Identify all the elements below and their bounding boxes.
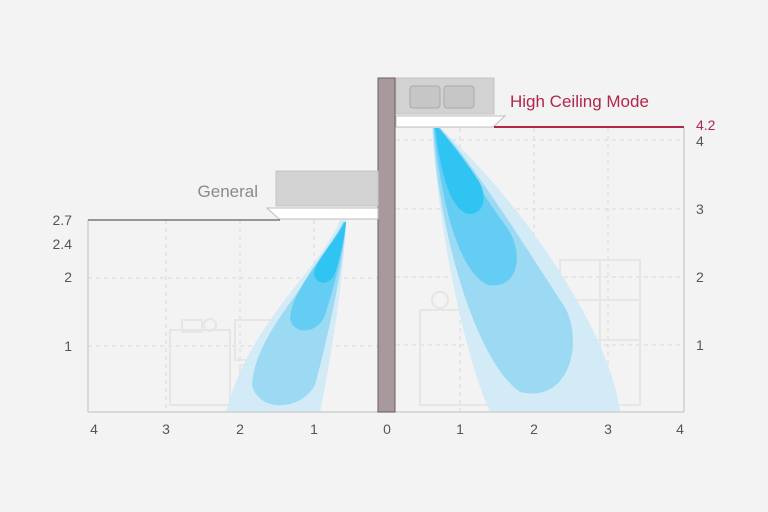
x-tick: 4 bbox=[90, 421, 98, 437]
y-tick: 3 bbox=[696, 201, 704, 217]
y-tick: 1 bbox=[64, 338, 72, 354]
high-ceiling-airflow bbox=[432, 128, 620, 412]
y-tick: 1 bbox=[696, 337, 704, 353]
right-y-axis-ticks: 4.2 4 3 2 1 bbox=[696, 117, 716, 353]
y-tick: 2 bbox=[696, 269, 704, 285]
ceiling-cassette-unit-icon bbox=[409, 85, 441, 109]
y-tick: 4 bbox=[696, 133, 704, 149]
louver-icon bbox=[395, 115, 507, 128]
x-tick: 3 bbox=[604, 421, 612, 437]
x-tick: 2 bbox=[236, 421, 244, 437]
x-tick: 4 bbox=[676, 421, 684, 437]
y-tick: 2.4 bbox=[53, 236, 73, 252]
general-label: General bbox=[198, 182, 258, 201]
x-tick: 0 bbox=[383, 421, 391, 437]
x-tick: 2 bbox=[530, 421, 538, 437]
central-wall bbox=[377, 77, 396, 413]
x-axis-ticks: 4 3 2 1 0 1 2 3 4 bbox=[90, 421, 684, 437]
high-ceiling-cassette-unit bbox=[395, 77, 507, 128]
high-ceiling-label: High Ceiling Mode bbox=[510, 92, 649, 111]
x-tick: 3 bbox=[162, 421, 170, 437]
x-tick: 1 bbox=[456, 421, 464, 437]
y-tick-accent: 4.2 bbox=[696, 117, 716, 133]
x-tick: 1 bbox=[310, 421, 318, 437]
left-y-axis-ticks: 2.7 2.4 2 1 bbox=[53, 212, 73, 354]
y-tick: 2 bbox=[64, 269, 72, 285]
y-tick: 2.7 bbox=[53, 212, 73, 228]
general-airflow bbox=[226, 220, 346, 412]
general-cassette-unit bbox=[265, 170, 379, 220]
louver-icon bbox=[265, 207, 379, 220]
